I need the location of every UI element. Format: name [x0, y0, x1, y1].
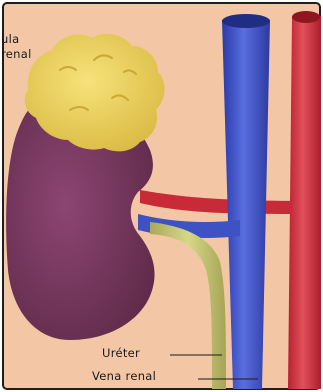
renal-vein-label: Vena renal: [92, 369, 156, 383]
ureter-label: Uréter: [102, 346, 140, 360]
vena-cava-opening: [222, 14, 270, 28]
adrenal-gland-label-line2: renal: [1, 47, 32, 61]
adrenal-gland-label-line1: ula: [1, 32, 19, 46]
aorta-vessel: [288, 13, 321, 389]
aorta-opening: [292, 11, 320, 23]
